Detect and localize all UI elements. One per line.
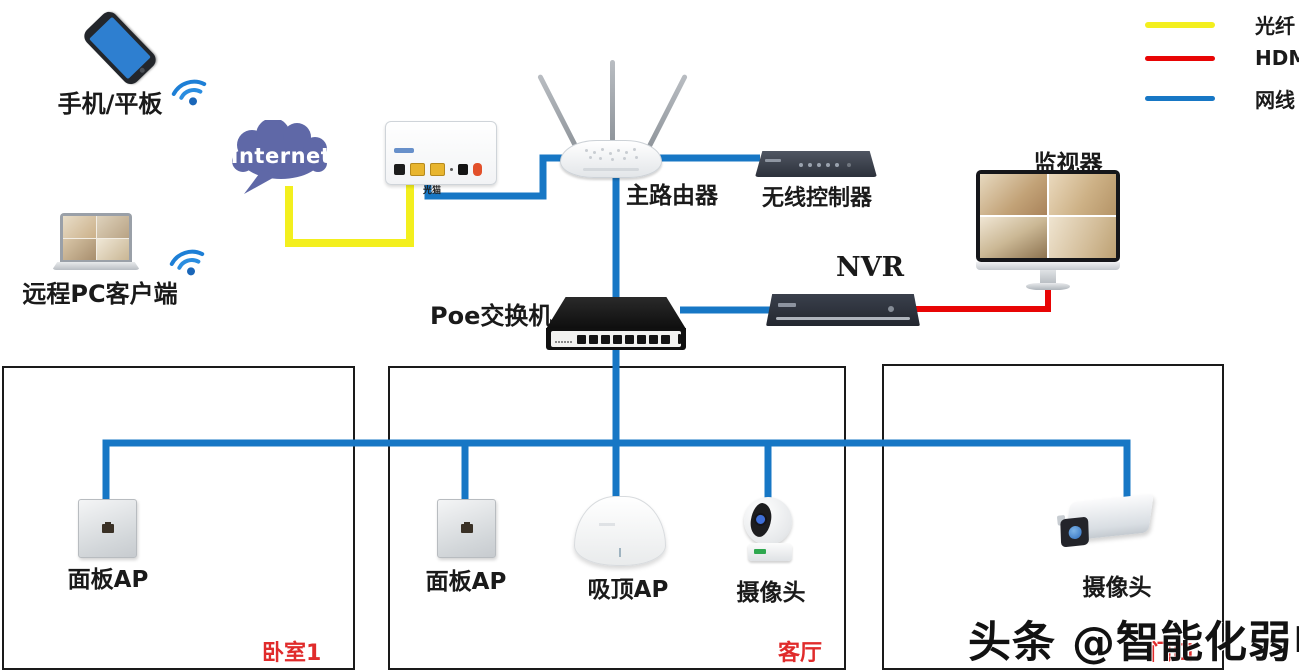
device-nvr bbox=[766, 294, 920, 328]
modem-label: 光猫 bbox=[423, 186, 442, 196]
wireless-controller-label: 无线控制器 bbox=[761, 186, 872, 211]
wifi-icon-phone bbox=[171, 79, 207, 106]
remote-pc-label: 远程PC客户端 bbox=[22, 280, 178, 308]
panel-ap-living-label: 面板AP bbox=[425, 569, 507, 595]
panel-ap-bedroom-label: 面板AP bbox=[67, 567, 149, 593]
phone-icon bbox=[80, 8, 160, 88]
internet-cloud: Internet bbox=[226, 118, 336, 200]
legend-ethernet-label: 网线 bbox=[1255, 88, 1295, 112]
nvr-label: NVR bbox=[836, 252, 905, 283]
internet-label: Internet bbox=[230, 144, 332, 168]
device-modem: 光猫 bbox=[385, 121, 497, 199]
legend-fiber-label: 光纤 bbox=[1255, 14, 1295, 38]
ceiling-ap-icon bbox=[574, 496, 666, 566]
device-monitor bbox=[976, 170, 1120, 292]
room-entrance bbox=[882, 364, 1224, 670]
ethernet-cable-modem-router bbox=[424, 154, 574, 200]
panel-ap-icon bbox=[78, 499, 137, 558]
laptop-icon bbox=[60, 213, 132, 263]
panel-ap-icon bbox=[437, 499, 496, 558]
poe-switch-label: Poe交换机 bbox=[430, 302, 553, 330]
monitor-icon bbox=[976, 170, 1120, 262]
wifi-icon-remote-pc bbox=[169, 249, 205, 276]
device-camera-living bbox=[740, 497, 800, 567]
cctv-quad-view bbox=[980, 174, 1116, 258]
router-label: 主路由器 bbox=[626, 183, 718, 209]
cloud-icon bbox=[232, 118, 327, 194]
device-camera-entrance bbox=[1055, 482, 1172, 565]
device-wireless-controller bbox=[755, 151, 879, 179]
fiber-cable-internet-modem bbox=[285, 184, 414, 247]
device-panel-ap-living bbox=[437, 499, 497, 559]
ceiling-ap-label: 吸顶AP bbox=[587, 577, 669, 603]
modem-icon bbox=[385, 121, 497, 185]
camera-living-label: 摄像头 bbox=[736, 580, 806, 606]
legend-hdmi-swatch bbox=[1145, 55, 1215, 61]
device-remote-pc bbox=[52, 213, 142, 273]
room-living-label: 客厅 bbox=[778, 641, 823, 666]
room-entrance-label: 门口 bbox=[1150, 641, 1195, 666]
wireless-controller-icon bbox=[755, 151, 877, 177]
legend: 光纤 HDMI 网线 bbox=[1145, 2, 1299, 112]
hdmi-cable-nvr-monitor bbox=[916, 282, 1051, 312]
router-antenna-middle bbox=[610, 60, 615, 142]
device-router bbox=[537, 60, 688, 180]
phone-label: 手机/平板 bbox=[57, 90, 163, 118]
router-icon bbox=[560, 140, 662, 178]
device-poe-switch bbox=[546, 297, 686, 351]
room-bedroom1 bbox=[2, 366, 355, 670]
camera-entrance-label: 摄像头 bbox=[1082, 575, 1152, 601]
nvr-icon bbox=[766, 294, 920, 326]
legend-ethernet-swatch bbox=[1145, 96, 1215, 101]
legend-fiber-swatch bbox=[1145, 21, 1215, 28]
watermark-text: 头条 @智能化弱电圈 bbox=[968, 618, 1299, 668]
legend-hdmi-label: HDMI bbox=[1255, 46, 1299, 70]
device-phone bbox=[80, 8, 162, 88]
poe-switch-icon bbox=[546, 297, 686, 329]
device-ceiling-ap bbox=[574, 496, 666, 568]
device-panel-ap-bedroom bbox=[78, 499, 138, 559]
ptz-camera-icon bbox=[744, 497, 792, 545]
room-bedroom1-label: 卧室1 bbox=[262, 641, 322, 666]
